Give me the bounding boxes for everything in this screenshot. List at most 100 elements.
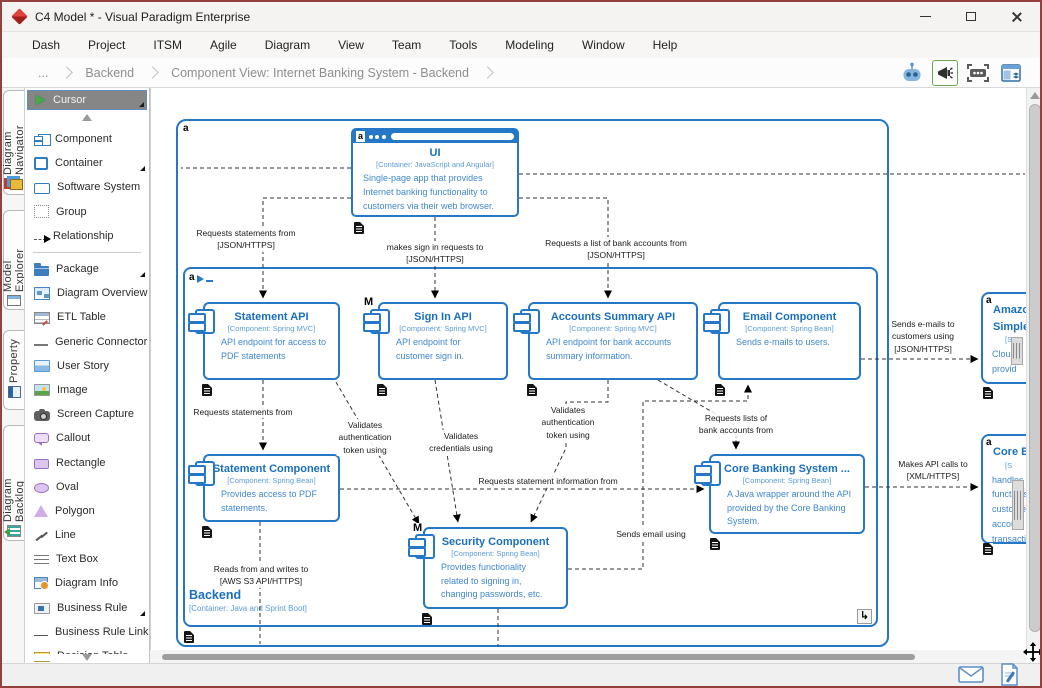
palette-item-business-rule-link[interactable]: Business Rule Link	[25, 620, 149, 644]
document-icon[interactable]	[715, 384, 725, 396]
palette-item-component[interactable]: Component	[25, 127, 149, 151]
palette-item-container[interactable]: Container	[25, 151, 149, 175]
component-icon	[34, 133, 51, 146]
node-accounts-summary-api[interactable]: Accounts Summary API [Component: Spring …	[513, 302, 698, 380]
palette-item-screen-capture[interactable]: Screen Capture	[25, 402, 149, 426]
document-icon[interactable]	[710, 538, 720, 550]
menu-window[interactable]: Window	[581, 38, 625, 52]
palette-item-text-box[interactable]: Text Box	[25, 547, 149, 571]
menu-itsm[interactable]: ITSM	[153, 38, 183, 52]
vertical-scrollbar[interactable]	[1026, 88, 1040, 650]
browser-dot-icon	[368, 134, 373, 139]
palette-item-callout[interactable]: Callout	[25, 426, 149, 450]
node-title: Accounts Summary API	[550, 311, 676, 323]
component-glyph-icon	[703, 309, 730, 334]
node-title: Core Banking System ...	[724, 463, 850, 475]
document-icon[interactable]	[202, 526, 212, 538]
mail-icon[interactable]	[958, 666, 984, 686]
edit-document-icon[interactable]	[1000, 663, 1020, 686]
node-core-banking-facade[interactable]: Core Banking System ... [Component: Spri…	[694, 454, 865, 534]
minimize-button[interactable]	[902, 3, 948, 31]
palette-item-line[interactable]: Line	[25, 523, 149, 547]
menu-help[interactable]: Help	[652, 38, 678, 52]
aux-marker: a	[985, 437, 993, 448]
menu-diagram[interactable]: Diagram	[264, 38, 311, 52]
node-statement-component[interactable]: Statement Component [Component: Spring B…	[188, 454, 340, 522]
palette-item-cursor[interactable]: Cursor	[27, 90, 147, 110]
breadcrumb-item[interactable]: Backend	[85, 65, 135, 80]
announcement-icon[interactable]	[932, 59, 958, 86]
side-tab-diagram-navigator[interactable]: Diagram Navigator	[2, 90, 26, 195]
document-icon[interactable]	[377, 384, 387, 396]
palette-item-image[interactable]: Image	[25, 378, 149, 402]
palette-scroll-down[interactable]	[25, 654, 149, 661]
menu-project[interactable]: Project	[88, 38, 126, 52]
menu-dash[interactable]: Dash	[32, 38, 61, 52]
outer-boundary-container[interactable]	[176, 119, 889, 647]
maximize-button[interactable]	[948, 3, 994, 31]
palette-item-generic-connector[interactable]: Generic Connector	[25, 330, 149, 354]
document-icon[interactable]	[184, 631, 194, 643]
palette-item-oval[interactable]: Oval	[25, 475, 149, 499]
menu-team[interactable]: Team	[391, 38, 422, 52]
palette-item-label: Software System	[57, 181, 141, 194]
document-icon[interactable]	[202, 384, 212, 396]
diagram-canvas[interactable]: a a Backend [Container: Java and Sprint …	[150, 88, 1026, 650]
palette-item-etl-table[interactable]: ETL Table	[25, 305, 149, 329]
bot-icon[interactable]	[899, 60, 925, 86]
node-statement-api[interactable]: Statement API [Component: Spring MVC] AP…	[188, 302, 340, 380]
menu-agile[interactable]: Agile	[210, 38, 237, 52]
palette-item-label: Package	[56, 263, 99, 276]
node-security-component[interactable]: Security Component [Component: Spring Be…	[408, 527, 568, 609]
breadcrumb-item[interactable]: Component View: Internet Banking System …	[171, 65, 469, 80]
title-bar: C4 Model * - Visual Paradigm Enterprise	[2, 2, 1040, 32]
minimize-icon	[919, 16, 931, 17]
horizontal-scrollbar[interactable]	[150, 650, 1026, 663]
document-icon[interactable]	[983, 387, 993, 399]
menu-bar: Dash Project ITSM Agile Diagram View Team Tools…	[2, 32, 1040, 58]
node-email-component[interactable]: Email Component [Component: Spring Bean]…	[703, 302, 861, 380]
node-ui[interactable]: a UI [Container: JavaScript and Angular]…	[351, 128, 519, 217]
palette-item-diagram-info[interactable]: Diagram Info	[25, 571, 149, 595]
palette-item-polygon[interactable]: Polygon	[25, 499, 149, 523]
menu-modeling[interactable]: Modeling	[505, 38, 554, 52]
container-resize-handle[interactable]	[857, 609, 872, 624]
palette-item-group[interactable]: Group	[25, 200, 149, 224]
breadcrumb-item[interactable]: ...	[38, 65, 49, 80]
menu-tools[interactable]: Tools	[449, 38, 478, 52]
close-button[interactable]	[994, 3, 1040, 31]
node-sign-in-api[interactable]: Sign In API [Component: Spring MVC] API …	[363, 302, 508, 380]
palette-item-relationship[interactable]: Relationship	[25, 224, 149, 248]
node-title: Sign In API	[414, 311, 472, 323]
menu-view[interactable]: View	[338, 38, 364, 52]
grip-handle[interactable]	[1011, 337, 1023, 365]
palette-item-user-story[interactable]: User Story	[25, 354, 149, 378]
document-icon[interactable]	[422, 613, 432, 625]
layer-panel-icon[interactable]	[998, 60, 1024, 86]
document-icon[interactable]	[527, 384, 537, 396]
diagram-info-icon	[34, 577, 49, 591]
document-icon[interactable]	[983, 543, 993, 555]
node-description: handles functions custome account transa…	[992, 474, 1026, 544]
horizontal-scrollbar-thumb[interactable]	[162, 653, 915, 660]
edge-label: Sends e-mails to customers using [JSON/H…	[889, 318, 957, 355]
side-tab-diagram-backlog[interactable]: Diagram Backlog	[2, 425, 26, 541]
palette-item-rectangle[interactable]: Rectangle	[25, 450, 149, 474]
palette-item-diagram-overview[interactable]: Diagram Overview	[25, 281, 149, 305]
relationship-icon	[34, 234, 51, 243]
side-tab-property[interactable]: Property	[3, 330, 24, 410]
selection-frame-icon[interactable]	[965, 60, 991, 86]
palette-item-software-system[interactable]: Software System	[25, 175, 149, 199]
palette-item-business-rule[interactable]: Business Rule	[25, 596, 149, 620]
grip-handle[interactable]	[1012, 480, 1024, 530]
palette-scroll-up[interactable]	[25, 114, 149, 121]
node-stereotype: [Component: Spring Bean]	[227, 476, 316, 485]
scroll-up-icon[interactable]	[1030, 92, 1040, 99]
side-tab-model-explorer[interactable]: Model Explorer	[2, 210, 26, 310]
group-icon	[34, 205, 49, 219]
vertical-scrollbar-thumb[interactable]	[1029, 104, 1040, 632]
maximize-icon	[966, 12, 976, 21]
document-icon[interactable]	[354, 222, 364, 234]
palette-item-package[interactable]: Package	[25, 257, 149, 281]
